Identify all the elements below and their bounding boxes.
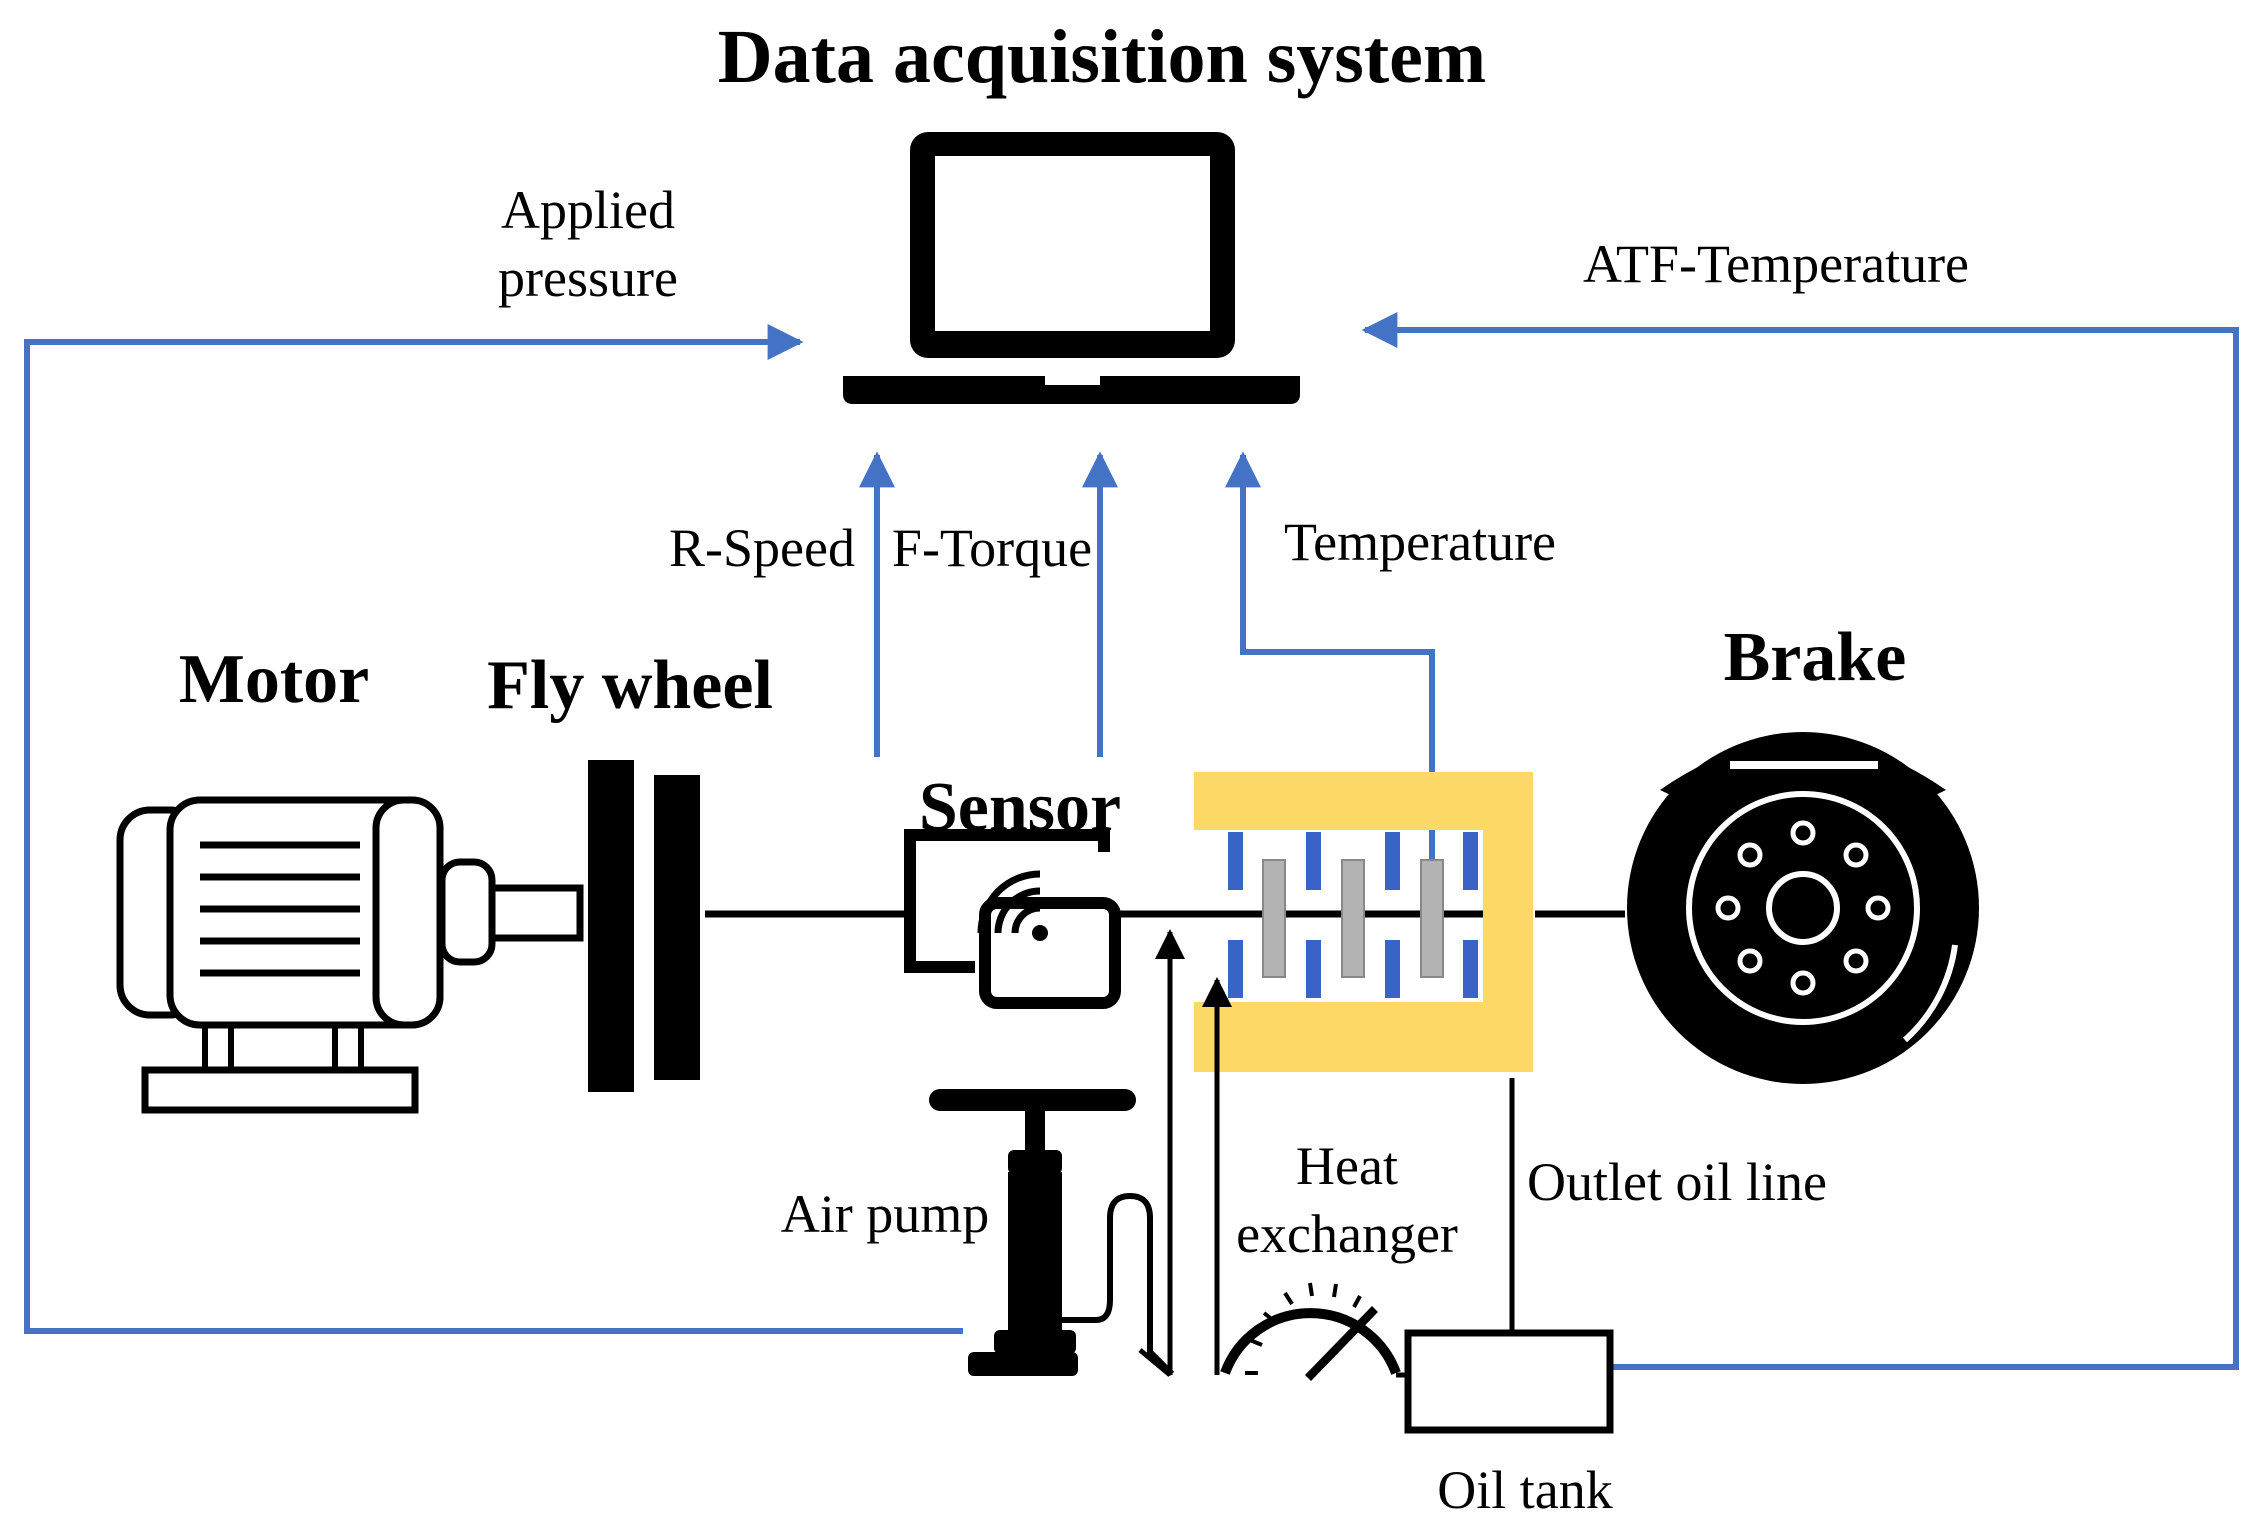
pressure-gauge-icon	[1220, 1282, 1401, 1381]
laptop-icon	[843, 132, 1300, 404]
oil-lines	[1138, 929, 1527, 1378]
clutch-pack	[1194, 772, 1533, 1072]
heat-exchanger-label: exchanger	[1236, 1204, 1458, 1264]
air-pump-label: Air pump	[781, 1184, 990, 1244]
flywheel-label: Fly wheel	[487, 647, 773, 724]
motor-label: Motor	[179, 641, 369, 718]
applied-pressure-label: Applied	[501, 180, 675, 240]
applied-pressure-label: pressure	[498, 248, 678, 308]
brake-label: Brake	[1724, 619, 1907, 696]
flywheel-icon	[588, 760, 700, 1092]
brake-disc-icon	[1627, 732, 1979, 1084]
f-torque-label: F-Torque	[892, 518, 1092, 578]
heat-exchanger-label: Heat	[1296, 1136, 1398, 1196]
temperature-label: Temperature	[1284, 512, 1556, 572]
sensor-icon	[904, 829, 1121, 1009]
outlet-oil-line-label: Outlet oil line	[1527, 1152, 1827, 1212]
applied-pressure-line	[24, 324, 963, 1334]
atf-temperature-line	[1361, 312, 2239, 1370]
r-speed-label: R-Speed	[669, 518, 855, 578]
oil-tank-label: Oil tank	[1437, 1460, 1612, 1520]
motor-icon	[116, 796, 584, 1114]
air-pump-icon	[929, 1089, 1175, 1377]
diagram-title: Data acquisition system	[718, 15, 1486, 99]
atf-temperature-label: ATF-Temperature	[1583, 234, 1969, 294]
oil-tank	[1404, 1329, 1614, 1434]
signal-lines	[24, 312, 2239, 1370]
